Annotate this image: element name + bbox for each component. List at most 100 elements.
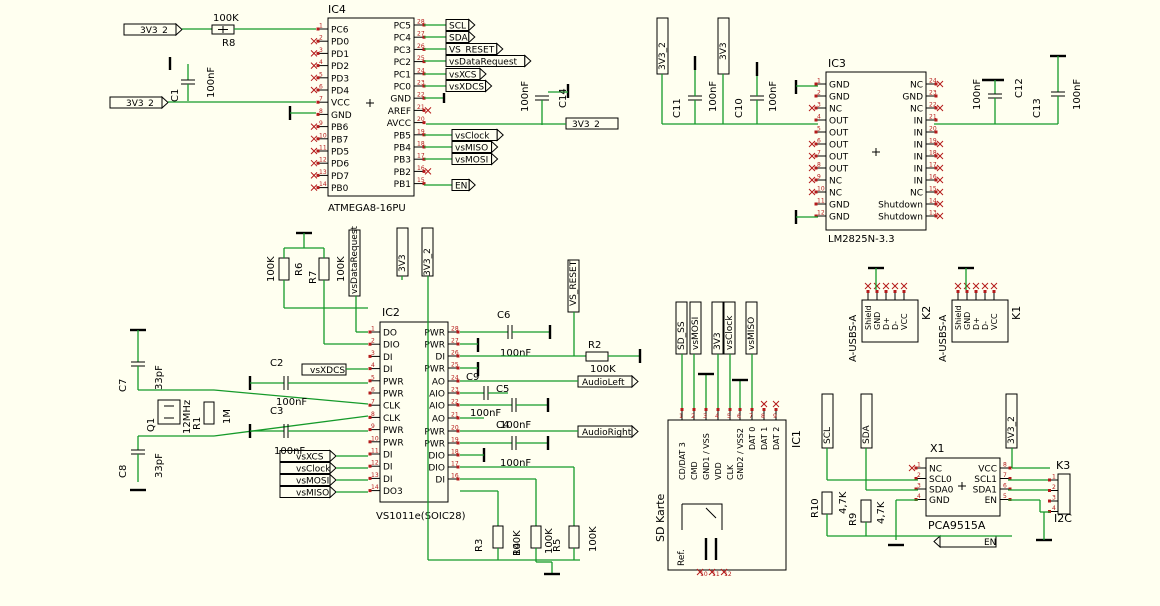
ic3-pin-left: OUT xyxy=(829,165,849,175)
svg-text:6: 6 xyxy=(371,387,375,394)
svg-text:3: 3 xyxy=(371,350,375,357)
ic4-pin-right: PC3 xyxy=(394,46,411,56)
cap-c12: 100nF C12 xyxy=(972,78,1025,124)
svg-text:Ref.: Ref. xyxy=(677,549,687,566)
ic4-net-label: vsMISO xyxy=(455,144,488,154)
crystal-section: C7 33pF Q1 12MHz R1 1M C8 33pF xyxy=(118,328,369,492)
svg-text:3V3_2: 3V3_2 xyxy=(126,99,154,109)
x1-pin-left: NC xyxy=(929,465,942,475)
ic3-pin-right: IN xyxy=(914,129,923,139)
svg-text:11: 11 xyxy=(371,448,379,455)
svg-text:19: 19 xyxy=(451,437,459,444)
svg-text:26: 26 xyxy=(417,43,425,50)
k3-pin-label: 3 xyxy=(1052,495,1056,502)
x1-pin-right: SCL1 xyxy=(974,475,997,485)
usb-pin-label: GND xyxy=(963,312,972,330)
sd-pin-label: VDD xyxy=(714,462,723,480)
svg-text:100nF: 100nF xyxy=(470,408,501,419)
ic4-pin-right: PC1 xyxy=(394,70,411,80)
svg-text:5: 5 xyxy=(1003,493,1007,500)
svg-text:AudioLeft: AudioLeft xyxy=(582,378,625,388)
ic4-net-label: vsMOSI xyxy=(455,156,488,166)
ic2-pin-left: PWR xyxy=(383,390,404,400)
svg-text:3V3: 3V3 xyxy=(719,42,729,60)
svg-text:4,7K: 4,7K xyxy=(876,501,887,524)
svg-text:12: 12 xyxy=(817,210,825,217)
svg-text:8: 8 xyxy=(817,162,821,169)
sd-pin-label: DAT 1 xyxy=(760,427,769,450)
svg-text:3V3: 3V3 xyxy=(398,254,408,272)
svg-text:20: 20 xyxy=(451,425,459,432)
svg-text:4: 4 xyxy=(715,413,719,420)
svg-text:3V3_2: 3V3_2 xyxy=(140,26,168,36)
svg-text:19: 19 xyxy=(929,138,937,145)
svg-text:IC3: IC3 xyxy=(828,57,846,70)
sd-net-label: 3V3 xyxy=(713,332,723,350)
ic3-pin-right: NC xyxy=(910,189,923,199)
svg-text:19: 19 xyxy=(417,128,425,135)
ic3-pin-right: Shutdown xyxy=(878,201,923,211)
ic4-pin-right: AVCC xyxy=(387,119,411,129)
svg-text:C2: C2 xyxy=(270,358,283,369)
svg-text:4: 4 xyxy=(371,362,375,369)
sd-pin-label: CLK xyxy=(726,464,735,480)
ic2-pin-right: DIO xyxy=(428,464,445,474)
ic2-pin-left: PWR xyxy=(383,426,404,436)
ic4-pin-right: PC4 xyxy=(394,34,412,44)
ic4-atmega8: IC4 ATMEGA8-16PU PC61PD02PD13PD24PD35PD4… xyxy=(310,3,432,214)
svg-text:6: 6 xyxy=(737,413,741,420)
ic4-net-label: VS_RESET xyxy=(449,46,495,56)
svg-text:100nF: 100nF xyxy=(520,81,531,112)
ic2-pin-left: PWR xyxy=(383,438,404,448)
ic4-net-label: SCL xyxy=(449,22,466,32)
ic2-pin-right: AO xyxy=(432,378,445,388)
svg-text:28: 28 xyxy=(451,326,459,333)
ic3-pin-left: OUT xyxy=(829,153,849,163)
svg-text:2: 2 xyxy=(691,413,695,420)
svg-text:3V3_2: 3V3_2 xyxy=(1007,416,1017,444)
svg-text:33pF: 33pF xyxy=(154,453,165,478)
svg-text:15: 15 xyxy=(417,177,425,184)
ic4-pin-left: PD5 xyxy=(331,148,349,158)
ic3-pin-right: NC xyxy=(910,81,923,91)
ic4-pin-left: VCC xyxy=(331,99,350,109)
svg-text:13: 13 xyxy=(371,472,379,479)
ic2-pin-left: DI xyxy=(383,463,393,473)
ic4-value: ATMEGA8-16PU xyxy=(328,203,406,214)
svg-text:1M: 1M xyxy=(222,409,233,424)
x1-pin-left: SDA0 xyxy=(929,486,954,496)
svg-text:C14: C14 xyxy=(558,88,569,108)
svg-text:3: 3 xyxy=(817,102,821,109)
svg-text:20: 20 xyxy=(929,126,937,133)
svg-text:17: 17 xyxy=(929,162,937,169)
svg-text:18: 18 xyxy=(451,449,459,456)
ic4-pin-left: PB7 xyxy=(331,135,348,145)
svg-text:SCL: SCL xyxy=(823,427,833,444)
svg-text:6: 6 xyxy=(319,84,323,91)
r3-r4-r5: R3 100K R4 100K R5 100K xyxy=(460,466,599,576)
svg-text:C7: C7 xyxy=(118,379,129,392)
ic3-pin-left: GND xyxy=(829,213,850,223)
sd-net-label: vsClock xyxy=(725,315,735,350)
svg-text:21: 21 xyxy=(929,114,937,121)
svg-text:23: 23 xyxy=(417,80,425,87)
ic2-pin-left: PWR xyxy=(383,377,404,387)
svg-text:28: 28 xyxy=(417,19,425,26)
ic2-pin-left: DI xyxy=(383,365,393,375)
svg-text:3V3_2: 3V3_2 xyxy=(658,42,668,70)
svg-text:4: 4 xyxy=(917,493,921,500)
svg-text:100K: 100K xyxy=(336,256,347,282)
ic4-pin-left: PB6 xyxy=(331,123,349,133)
svg-text:8: 8 xyxy=(371,411,375,418)
svg-text:LM2825N-3.3: LM2825N-3.3 xyxy=(828,234,895,245)
ic4-net-label: EN xyxy=(455,182,467,192)
svg-text:X1: X1 xyxy=(930,442,945,455)
ic3-pin-right: IN xyxy=(914,117,923,127)
c14-capacitor: 100nF C14 3V3_2 xyxy=(426,81,619,130)
sd-pin-label: GND1 / VSS xyxy=(702,433,711,480)
svg-text:R2: R2 xyxy=(588,340,601,351)
ic3-pin-left: OUT xyxy=(829,129,849,139)
x1-pin-left: GND xyxy=(929,496,950,506)
svg-text:24: 24 xyxy=(451,375,459,382)
svg-text:4,7K: 4,7K xyxy=(838,491,849,514)
